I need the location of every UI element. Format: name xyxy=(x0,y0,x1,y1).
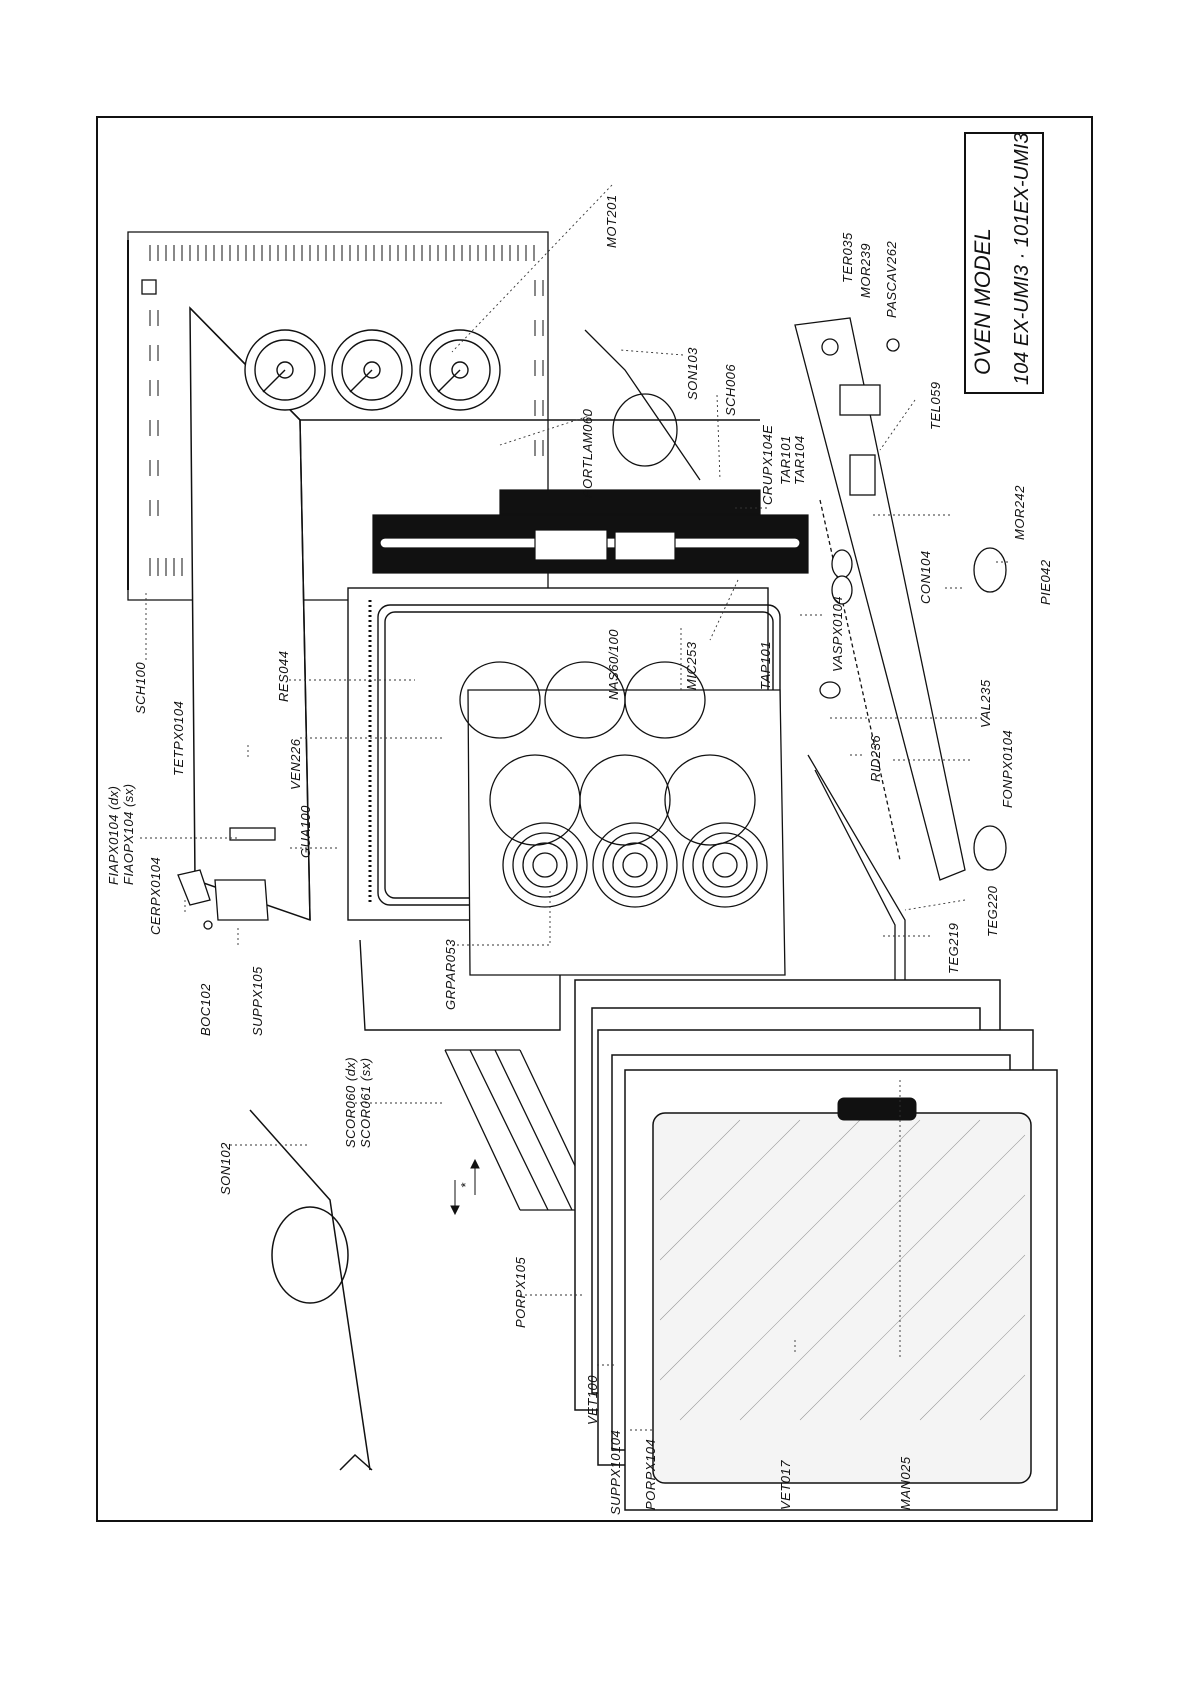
door-frames xyxy=(574,979,1058,1511)
label-val235: VAL235 xyxy=(978,679,993,728)
label-scor060: SCOR060 (dx) xyxy=(343,1057,358,1148)
label-vet017: VET017 xyxy=(778,1460,793,1510)
door-glass-hatch xyxy=(659,1119,1026,1421)
fan-motors xyxy=(244,329,501,411)
label-mor242: MOR242 xyxy=(1012,485,1027,540)
label-vaspx0104: VASPX0104 xyxy=(830,596,845,672)
top-panel-tetpx0104 xyxy=(189,306,760,922)
label-nas60: NAS60/100 xyxy=(606,629,621,700)
label-mic253: MIC253 xyxy=(684,641,699,690)
control-panel xyxy=(372,489,809,574)
label-scor061: SCOR061 (sx) xyxy=(358,1057,373,1148)
title-line-1: OVEN MODEL xyxy=(970,228,995,375)
label-teg219: TEG219 xyxy=(946,923,961,974)
label-vet100: VET100 xyxy=(585,1375,600,1425)
rack-arrows xyxy=(450,1158,480,1216)
door-handle-man025 xyxy=(837,1097,917,1121)
label-grpar053: GRPAR053 xyxy=(443,939,458,1010)
probe-son103 xyxy=(584,329,701,481)
label-fiaopx104: FIAOPX104 (sx) xyxy=(121,783,136,885)
label-tar101: TAR101 xyxy=(778,435,793,485)
title-line-2: 104 EX-UMI3 · 101EX-UMI3 xyxy=(1011,133,1033,385)
leader-lines xyxy=(140,184,1010,1431)
drawing-frame xyxy=(96,116,1093,1522)
label-suppx10104: SUPPX10104 xyxy=(608,1430,623,1515)
inner-panel-grpar053 xyxy=(459,661,786,976)
label-son102: SON102 xyxy=(218,1142,233,1195)
label-portlam060: PORTLAM060 xyxy=(580,408,595,498)
label-gua100: GUA100 xyxy=(298,805,313,858)
label-tel059: TEL059 xyxy=(928,381,943,430)
label-boc102: BOC102 xyxy=(198,983,213,1036)
label-porpx104: PORPX104 xyxy=(643,1439,658,1510)
label-tar104: TAR104 xyxy=(792,435,807,485)
part-labels: SCH100 TETPX0104 FIAPX0104 (dx) FIAOPX10… xyxy=(106,194,1053,1515)
probe-son102 xyxy=(249,1109,373,1471)
label-suppx105: SUPPX105 xyxy=(250,966,265,1036)
side-components xyxy=(177,338,900,930)
label-ven226: VEN226 xyxy=(288,738,303,790)
label-cerpx0104: CERPX0104 xyxy=(148,857,163,935)
label-fonpx0104: FONPX0104 xyxy=(1000,730,1015,808)
label-son103: SON103 xyxy=(685,347,700,400)
label-mot201: MOT201 xyxy=(604,194,619,248)
label-mor239: MOR239 xyxy=(858,243,873,298)
label-porpx105: PORPX105 xyxy=(513,1257,528,1328)
bottom-panel-fonpx0104 xyxy=(794,317,1007,881)
label-res044: RES044 xyxy=(276,651,291,702)
title-box: OVEN MODEL 104 EX-UMI3 · 101EX-UMI3 xyxy=(964,132,1044,394)
label-tap101: TAP101 xyxy=(758,641,773,690)
label-pie042: PIE042 xyxy=(1038,559,1053,605)
label-sch006: SCH006 xyxy=(723,364,738,416)
label-tetpx0104: TETPX0104 xyxy=(171,701,186,776)
label-rid236: RID236 xyxy=(868,735,883,782)
label-pascav262: PASCAV262 xyxy=(884,240,899,318)
label-teg220: TEG220 xyxy=(985,885,1000,937)
label-con104: CON104 xyxy=(918,550,933,604)
label-crupx104e: CRUPX104E xyxy=(760,425,775,505)
label-star: * xyxy=(458,1182,473,1188)
label-man025: MAN025 xyxy=(898,1456,913,1510)
label-fiapx0104: FIAPX0104 (dx) xyxy=(106,786,121,886)
label-ter035: TER035 xyxy=(840,232,855,283)
label-sch100: SCH100 xyxy=(133,662,148,714)
gaskets xyxy=(807,754,906,1011)
